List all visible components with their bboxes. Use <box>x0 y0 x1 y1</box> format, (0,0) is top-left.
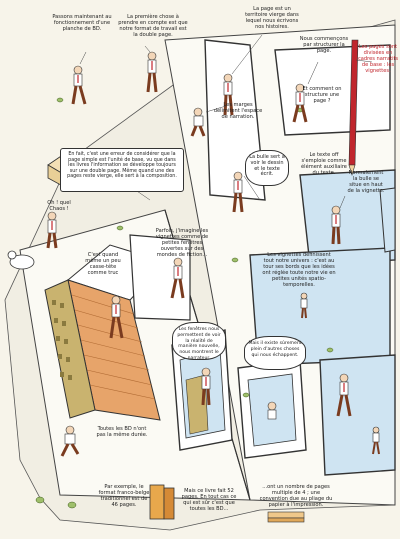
caption-1: Passons maintenant au fonctionnement d'u… <box>52 14 112 32</box>
caption-4: Nous commençons par structurer la page. <box>299 36 349 54</box>
caption-18: Toutes les BD n'ont pas la même durée. <box>96 426 148 438</box>
caption-19: Par exemple, le format franco-belge trad… <box>98 484 150 508</box>
speech-bubble-2: Les fenêtres nous permettent de voir la … <box>172 322 226 361</box>
speech-bubble-3: Mais il existe sûrement plein d'autres c… <box>244 336 306 370</box>
caption-2: La première chose à prendre en compte es… <box>118 14 188 38</box>
caption-6: Les marges délimitent l'espace de narrat… <box>213 102 263 120</box>
caption-13: C'est quand même un peu casse-tête comme… <box>85 252 121 276</box>
caption-7: Et comment on structure une page ? <box>302 86 342 104</box>
caption-14: Parfois, j'imagine les vignettes comme d… <box>155 228 209 258</box>
speech-bubble-1: La bulle sert à voir le dessin et le tex… <box>245 150 289 186</box>
explanation-box: En fait, c'est une erreur de considérer … <box>60 148 184 192</box>
caption-11: Normalement la bulle se situe en haut de… <box>347 170 385 194</box>
caption-5: Les pages sont divisées en cadres narrat… <box>358 44 398 74</box>
caption-15: Les vignettes définissent tout notre uni… <box>262 252 336 288</box>
figures <box>46 51 380 457</box>
caption-21: ...ont un nombre de pages multiple de 4 … <box>259 484 333 508</box>
caption-3: La page est un territoire vierge dans le… <box>245 6 299 30</box>
caption-10: Le texte off s'emploie comme élément aux… <box>301 152 347 176</box>
caption-20: Mais ce livre fait 52 pages. En tout cas… <box>181 488 237 512</box>
caption-12: Oh ! quel Chaos ! <box>47 200 71 212</box>
